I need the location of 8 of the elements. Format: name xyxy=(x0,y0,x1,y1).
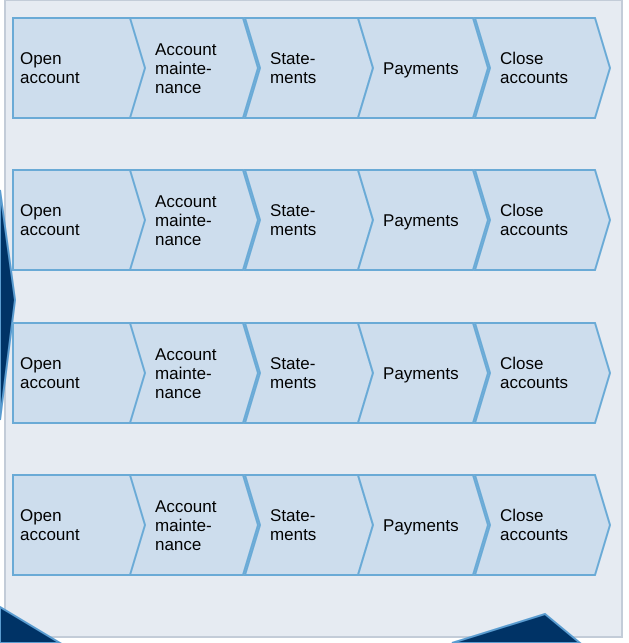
step-label: Open account xyxy=(20,354,81,392)
step-label: Close accounts xyxy=(500,354,570,392)
step-label: Close accounts xyxy=(500,201,570,239)
step-label: Open account xyxy=(20,506,81,544)
step-label: Close accounts xyxy=(500,49,570,87)
step-label: Close accounts xyxy=(500,506,570,544)
step-label: Open account xyxy=(20,49,81,87)
step-label: Open account xyxy=(20,201,81,239)
